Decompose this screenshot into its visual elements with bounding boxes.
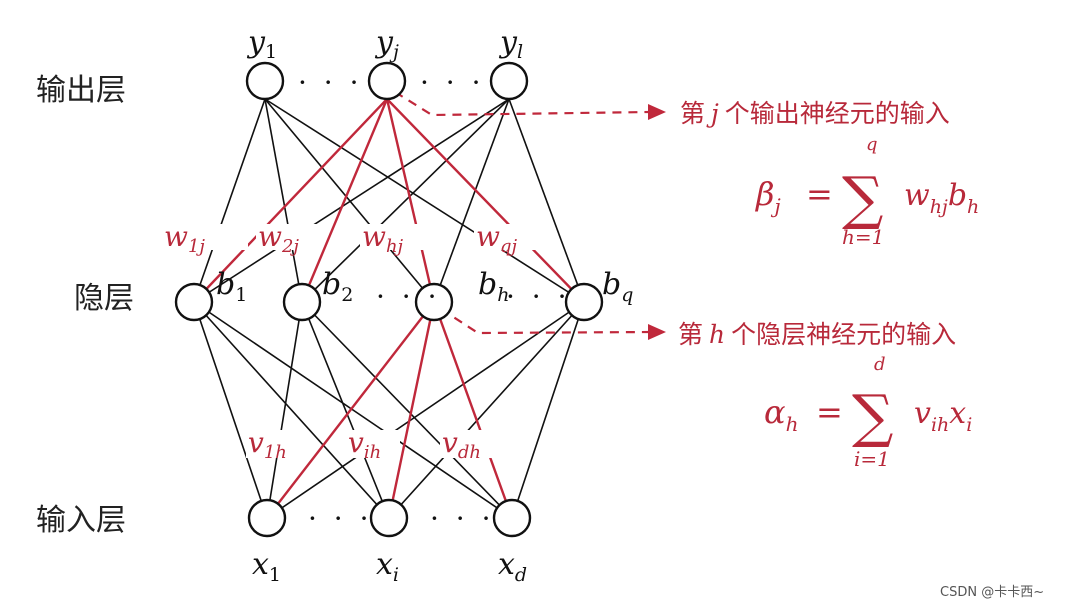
label-background [346,430,400,458]
arrowhead-icon [648,104,666,120]
neuron-node [489,61,529,101]
connection-line [301,301,513,519]
hidden-node-label: b2 [322,267,353,306]
highlight-line [266,301,435,519]
ellipsis: · · · [298,66,363,99]
connection-line [511,301,585,519]
connection-line [388,301,585,519]
connection-line [264,98,303,303]
label-background [246,430,300,458]
connection-line [433,98,510,303]
label-background [360,224,424,250]
hidden-nodes [174,282,604,322]
highlight-line [300,98,389,303]
formula-rhs: whjbh [904,178,979,218]
neuron-node [245,61,285,101]
highlight-line [193,98,388,303]
equals-sign: = [816,393,843,431]
input-node-label: x1 [252,547,281,586]
highlight-line [386,98,585,303]
weight-label: wqj [476,220,517,257]
output-node-label: y1 [246,25,277,63]
connection-line [266,301,585,519]
highlight-line [387,301,436,519]
hidden-output-connections [193,98,585,303]
output-node-label: yj [374,25,399,63]
connection-line [508,98,585,303]
input-hidden-connections [193,301,585,519]
weight-label: v1h [248,426,287,463]
connection-line [301,301,390,519]
sum-upper-limit: q [866,134,878,155]
connection-line [264,98,435,303]
connection-line [193,98,266,303]
sigma-symbol: ∑ [852,382,893,450]
output-weight-labels: w1j w2j whj wqj [160,220,536,257]
output-node-label: yl [498,25,523,63]
connection-line [193,301,513,519]
neuron-node [247,498,287,538]
formula-lhs: βj [755,175,781,218]
neuron-node [492,498,532,538]
highlight-line [432,301,514,519]
hidden-node-label: bq [602,267,633,306]
neuron-node [174,282,214,322]
watermark: CSDN @卡卡西~ [940,585,1044,600]
neuron-node [367,61,407,101]
connection-line [301,98,510,303]
output-nodes [245,61,529,101]
input-nodes [247,498,532,538]
arrowhead-icon [648,324,666,340]
input-layer-label: 输入层 [36,503,126,538]
sigma-symbol: ∑ [842,164,883,232]
annotation-arrows [394,91,666,340]
ellipsis: · · · [308,502,373,535]
equals-sign: = [806,175,833,213]
sum-lower-limit: h=1 [842,225,884,249]
ellipsis: · · · [376,280,441,313]
weight-label: whj [362,220,404,257]
weight-label: w1j [164,220,205,257]
label-background [440,430,494,458]
neuron-node [414,282,454,322]
highlight-line [385,98,436,303]
sum-lower-limit: i=1 [854,447,890,471]
neuron-node [369,498,409,538]
ellipsis: · · · [420,66,485,99]
formula-lhs: αh [764,393,799,436]
weight-label: w2j [258,220,299,257]
input-node-label: xi [376,547,399,586]
ellipsis: · · · [430,502,495,535]
connection-line [193,98,510,303]
neuron-node [282,282,322,322]
hidden-node-label: b1 [216,267,247,306]
weight-label: vdh [442,426,481,463]
label-background [256,224,320,250]
connection-line [266,301,303,519]
input-node-label: xd [498,547,527,586]
sum-upper-limit: d [874,354,886,375]
connection-line [193,301,268,519]
neuron-node [564,282,604,322]
hidden-weight-labels: v1h vih vdh [246,426,494,463]
connection-line [264,98,585,303]
weight-label: vih [348,426,381,463]
connection-line [193,301,390,519]
formula-rhs: vihxi [914,396,972,436]
label-background [160,224,248,250]
highlighted-connections [193,98,585,519]
label-background [474,224,536,250]
hidden-node-label: bh [478,267,509,306]
ellipsis: · · · [506,280,571,313]
output-layer-label: 输出层 [36,73,126,108]
hidden-layer-label: 隐层 [74,281,134,316]
